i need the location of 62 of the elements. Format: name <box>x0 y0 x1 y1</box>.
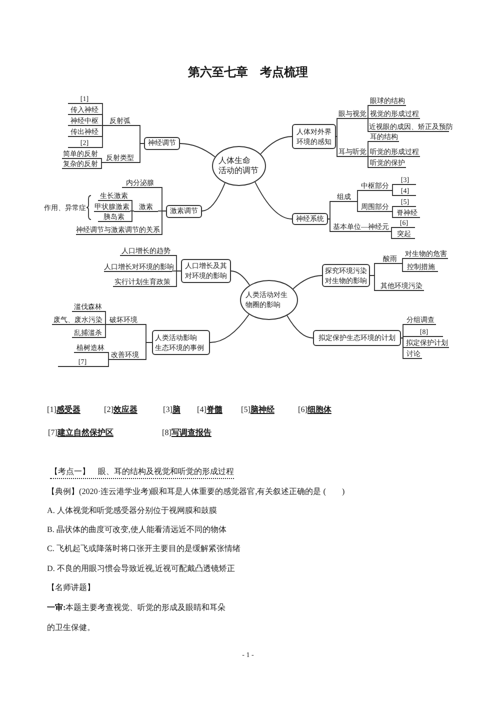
answer-text: [5]脑神经 <box>241 404 274 416</box>
connector-line <box>366 105 370 119</box>
connector-line <box>390 227 394 232</box>
connector-line <box>400 258 404 264</box>
connector-line <box>336 118 338 137</box>
connector-line <box>254 182 292 220</box>
connector-line <box>130 210 134 222</box>
connector-line <box>400 263 404 272</box>
connector-line <box>390 206 394 212</box>
connector-line <box>328 201 332 220</box>
connector-line <box>98 162 104 169</box>
connector-line <box>390 190 394 196</box>
connector-line <box>366 118 370 132</box>
answer-option: D. 不良的用眼习惯会导致近视,近视可配戴凸透镜矫正 <box>47 563 235 575</box>
connector-line <box>98 158 104 163</box>
connector-line <box>104 311 108 325</box>
answer-text: [3]脑 <box>163 404 180 416</box>
connector-line <box>130 210 134 212</box>
page-title: 第六至七章 考点梳理 <box>188 64 308 80</box>
answer-text: [8]写调查报告 <box>162 427 212 439</box>
connector-line <box>260 136 292 154</box>
connector-line <box>130 200 134 212</box>
answer-text: [6]细胞体 <box>298 404 332 416</box>
connector-line <box>400 338 406 359</box>
connector-line <box>366 141 370 157</box>
connector-line <box>230 270 250 286</box>
connector-line <box>172 270 182 287</box>
answer-option: A. 人体视觉和听觉感受器分别位于视网膜和鼓膜 <box>47 505 217 517</box>
connector-line <box>106 359 110 367</box>
connector-line <box>100 125 104 148</box>
answer-option: C. 飞机起飞或降落时将口张开主要目的是缓解紧张情绪 <box>47 543 240 555</box>
connector-line <box>158 210 166 235</box>
answer-option: B. 晶状体的曲度可改变,使人能看清远近不同的物体 <box>47 524 226 536</box>
answer-text: [1]感受器 <box>47 404 80 416</box>
answer-text: [4]脊髓 <box>197 404 222 416</box>
question-text: 【典例】(2020·连云港学业考)眼和耳是人体重要的感觉器官,有关叙述正确的是 ( ) <box>47 486 345 498</box>
connector-line <box>336 136 338 157</box>
connector-line <box>180 143 216 158</box>
connector-line <box>202 182 226 212</box>
topic-ellipse: 人体生命活动的调节 <box>212 146 266 186</box>
connector-line <box>400 324 406 338</box>
connector-line <box>100 114 104 126</box>
answer-text: [2]效应器 <box>104 404 138 416</box>
connector-line <box>136 143 144 163</box>
connector-line <box>356 190 360 202</box>
connector-line <box>390 184 394 191</box>
connector-line <box>366 156 370 168</box>
answer-text: [7]建立自然保护区 <box>48 427 114 439</box>
connector-line <box>390 211 394 218</box>
connector-line <box>356 201 360 212</box>
connector-line <box>390 231 394 239</box>
connector-line <box>106 352 110 360</box>
section-heading: 【考点一】 眼、耳的结构及视觉和听觉的形成过程 <box>50 466 234 479</box>
section-heading: 【名师讲题】 <box>47 582 95 594</box>
connector-line <box>210 314 250 343</box>
connector-line <box>104 324 108 338</box>
connector-line <box>140 342 152 360</box>
connector-line <box>370 275 380 291</box>
explanation-text: 一审:本题主要考查视觉、听觉的形成及眼睛和耳朵的卫生保健。 <box>47 602 227 634</box>
connector-line <box>328 218 332 232</box>
connector-line <box>286 315 314 338</box>
connector-line <box>292 275 322 290</box>
